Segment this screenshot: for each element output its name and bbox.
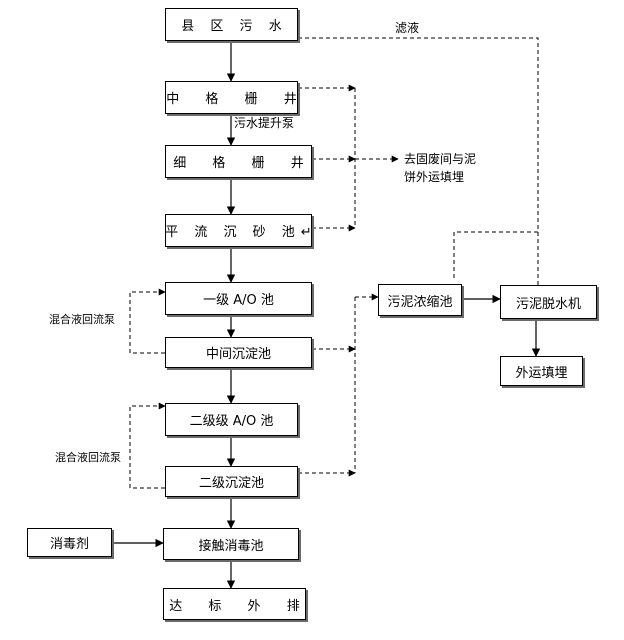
return-loop-1 bbox=[129, 288, 166, 354]
label-lift-pump: 污水提升泵 bbox=[234, 116, 295, 130]
label-filtrate: 滤液 bbox=[395, 21, 420, 35]
node-second-settling: 二级沉淀池 bbox=[165, 466, 298, 497]
label-solid-waste-line1: 去固废间与泥 bbox=[404, 152, 477, 166]
return-loop-2 bbox=[129, 402, 166, 489]
node-ao1: 一级 A/O 池 bbox=[165, 282, 312, 315]
label-return-pump-2: 混合液回流泵 bbox=[55, 451, 121, 464]
filtrate-line bbox=[298, 37, 539, 285]
node-ao2: 二级级 A/O 池 bbox=[165, 403, 298, 436]
node-contact-disinfection: 接触消毒池 bbox=[163, 528, 299, 560]
node-medium-grid: 中 格 栅 井 bbox=[165, 81, 298, 114]
label-solid-waste-line2: 饼外运填埋 bbox=[404, 170, 465, 184]
node-county-sewage: 县 区 污 水 bbox=[165, 8, 298, 41]
label-return-pump-1: 混合液回流泵 bbox=[49, 313, 115, 326]
node-disinfectant: 消毒剂 bbox=[27, 528, 112, 557]
node-sludge-thickener: 污泥浓缩池 bbox=[378, 284, 462, 316]
node-landfill: 外运填埋 bbox=[500, 356, 583, 386]
node-mid-settling: 中间沉淀池 bbox=[165, 337, 312, 368]
node-fine-grid: 细 格 栅 井 bbox=[165, 145, 312, 178]
node-sludge-dewater: 污泥脱水机 bbox=[500, 285, 597, 319]
dewater-to-thickener-line bbox=[453, 231, 538, 278]
node-discharge: 达 标 外 排 bbox=[163, 588, 306, 620]
node-grit-chamber: 平 流 沉 砂 池↵ bbox=[165, 214, 312, 247]
